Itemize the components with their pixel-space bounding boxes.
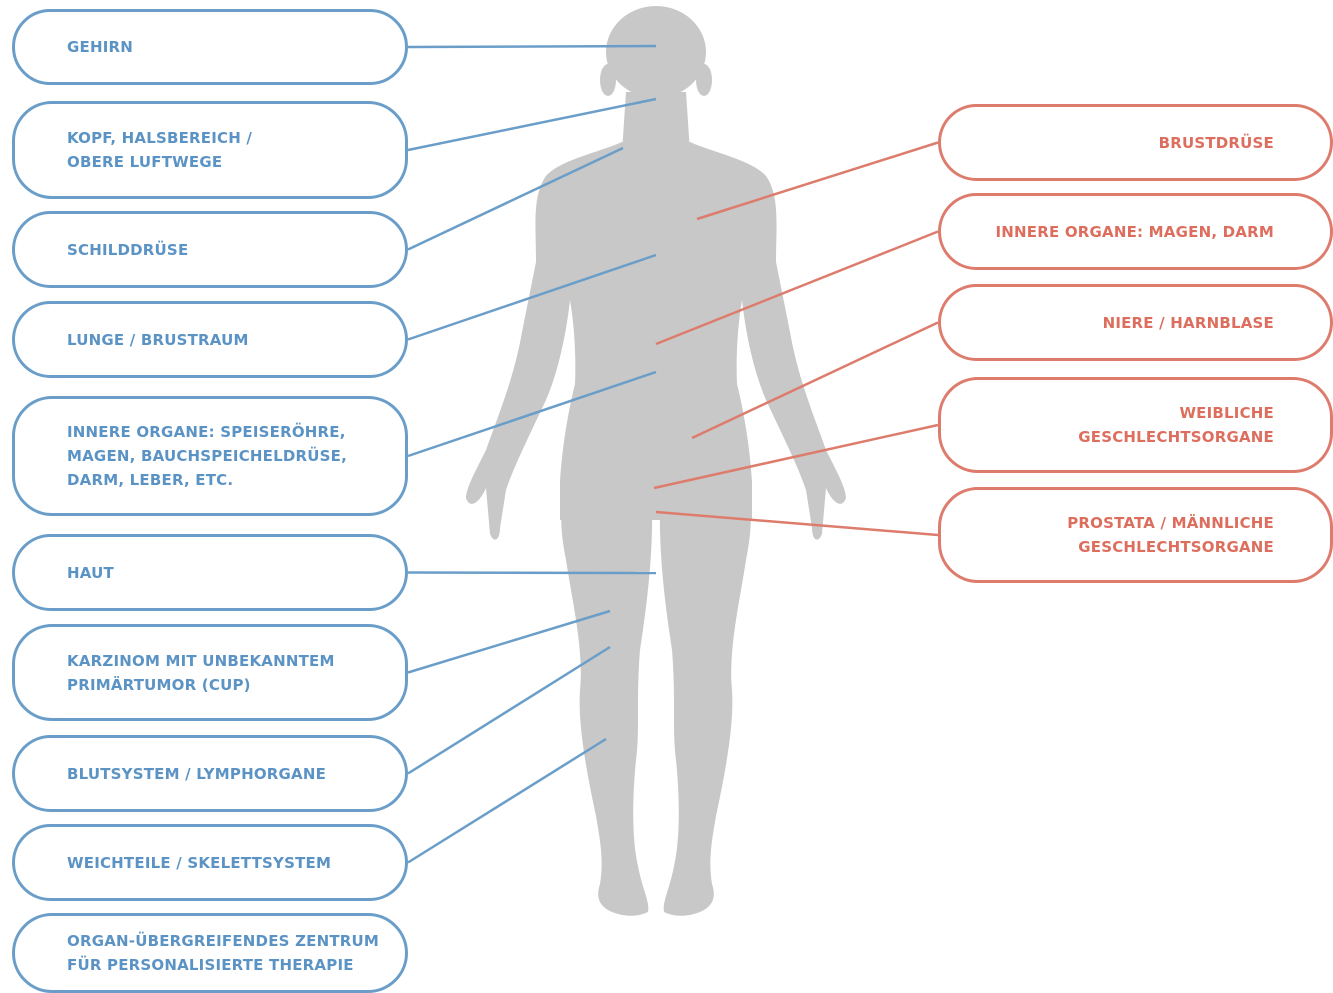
label-pill-schilddruese: SCHILDDRÜSE — [12, 211, 408, 288]
connector-line-karzinom-mit-unbekanntem — [407, 609, 611, 674]
label-text: WEICHTEILE / SKELETTSYSTEM — [67, 853, 332, 872]
label-text: PROSTATA / MÄNNLICHE GESCHLECHTSORGANE — [1067, 514, 1274, 556]
label-text: BRUSTDRÜSE — [1158, 133, 1274, 152]
connector-line-innere-organe-speiseroehre — [407, 370, 657, 458]
label-text: HAUT — [67, 563, 114, 582]
label-pill-weichteile-skelettsystem: WEICHTEILE / SKELETTSYSTEM — [12, 824, 408, 901]
label-pill-blutsystem-lymphorgane: BLUTSYSTEM / LYMPHORGANE — [12, 735, 408, 812]
label-pill-haut: HAUT — [12, 534, 408, 611]
connector-line-lunge-brustraum — [407, 253, 657, 341]
label-pill-kopf-halsbereich-obere: KOPF, HALSBEREICH / OBERE LUFTWEGE — [12, 101, 408, 199]
label-text: SCHILDDRÜSE — [67, 240, 189, 259]
connector-line-brustdruese — [696, 141, 939, 221]
connector-line-weichteile-skelettsystem — [407, 737, 607, 864]
label-pill-lunge-brustraum: LUNGE / BRUSTRAUM — [12, 301, 408, 378]
connector-line-prostata-maennliche-geschlechtsorgane — [655, 510, 939, 537]
label-text: LUNGE / BRUSTRAUM — [67, 330, 249, 349]
label-pill-innere-organe-magen: INNERE ORGANE: MAGEN, DARM — [938, 193, 1333, 270]
label-text: ORGAN-ÜBERGREIFENDES ZENTRUM FÜR PERSONA… — [67, 932, 380, 974]
label-text: INNERE ORGANE: MAGEN, DARM — [995, 222, 1274, 241]
label-text: KARZINOM MIT UNBEKANNTEM PRIMÄRTUMOR (CU… — [67, 651, 335, 694]
connector-line-niere-harnblase — [691, 321, 939, 440]
label-pill-innere-organe-speiseroehre: INNERE ORGANE: SPEISERÖHRE, MAGEN, BAUCH… — [12, 396, 408, 516]
label-pill-brustdruese: BRUSTDRÜSE — [938, 104, 1333, 181]
label-text: INNERE ORGANE: SPEISERÖHRE, MAGEN, BAUCH… — [67, 423, 348, 489]
label-pill-organ-uebergreifendes-zentrum: ORGAN-ÜBERGREIFENDES ZENTRUM FÜR PERSONA… — [12, 913, 408, 993]
label-text: KOPF, HALSBEREICH / OBERE LUFTWEGE — [67, 129, 253, 171]
label-text: NIERE / HARNBLASE — [1102, 313, 1274, 332]
label-pill-niere-harnblase: NIERE / HARNBLASE — [938, 284, 1333, 361]
connector-line-weibliche-geschlechtsorgane — [653, 423, 939, 490]
label-text: WEIBLICHE GESCHLECHTSORGANE — [1078, 404, 1274, 446]
label-text: BLUTSYSTEM / LYMPHORGANE — [67, 764, 327, 783]
connector-line-gehirn — [407, 44, 657, 49]
label-pill-gehirn: GEHIRN — [12, 9, 408, 85]
connector-line-innere-organe-magen — [655, 230, 939, 346]
label-pill-weibliche-geschlechtsorgane: WEIBLICHE GESCHLECHTSORGANE — [938, 377, 1333, 473]
connector-line-haut — [407, 571, 657, 575]
connector-line-schilddruese — [407, 146, 624, 251]
label-pill-prostata-maennliche-geschlechtsorgane: PROSTATA / MÄNNLICHE GESCHLECHTSORGANE — [938, 487, 1333, 583]
connector-line-blutsystem-lymphorgane — [407, 645, 611, 775]
label-text: GEHIRN — [67, 38, 133, 56]
label-pill-karzinom-mit-unbekanntem: KARZINOM MIT UNBEKANNTEM PRIMÄRTUMOR (CU… — [12, 624, 408, 721]
connector-line-kopf-halsbereich-obere — [407, 97, 657, 152]
